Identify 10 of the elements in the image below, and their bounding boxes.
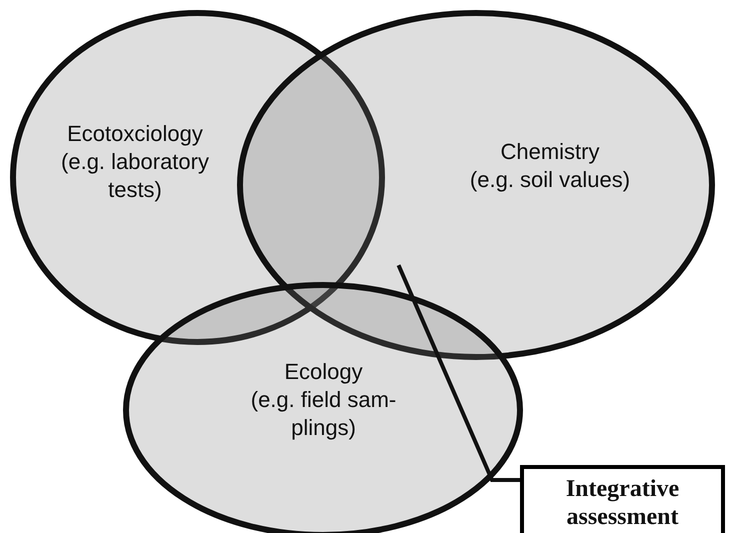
venn-circle <box>237 10 715 360</box>
callout-box <box>520 465 725 533</box>
circle-title: Ecology <box>283 358 364 386</box>
circle-note: (e.g. field sam- plings) <box>250 386 398 442</box>
callout-text: Integrative assessment <box>564 475 680 531</box>
circle-note: (e.g. soil values) <box>468 166 632 194</box>
circle-title: Ecotoxciology <box>66 120 204 148</box>
circle-note: (e.g. laboratory tests) <box>60 148 210 204</box>
leader-line <box>396 264 520 482</box>
circle-title: Chemistry <box>499 138 600 166</box>
